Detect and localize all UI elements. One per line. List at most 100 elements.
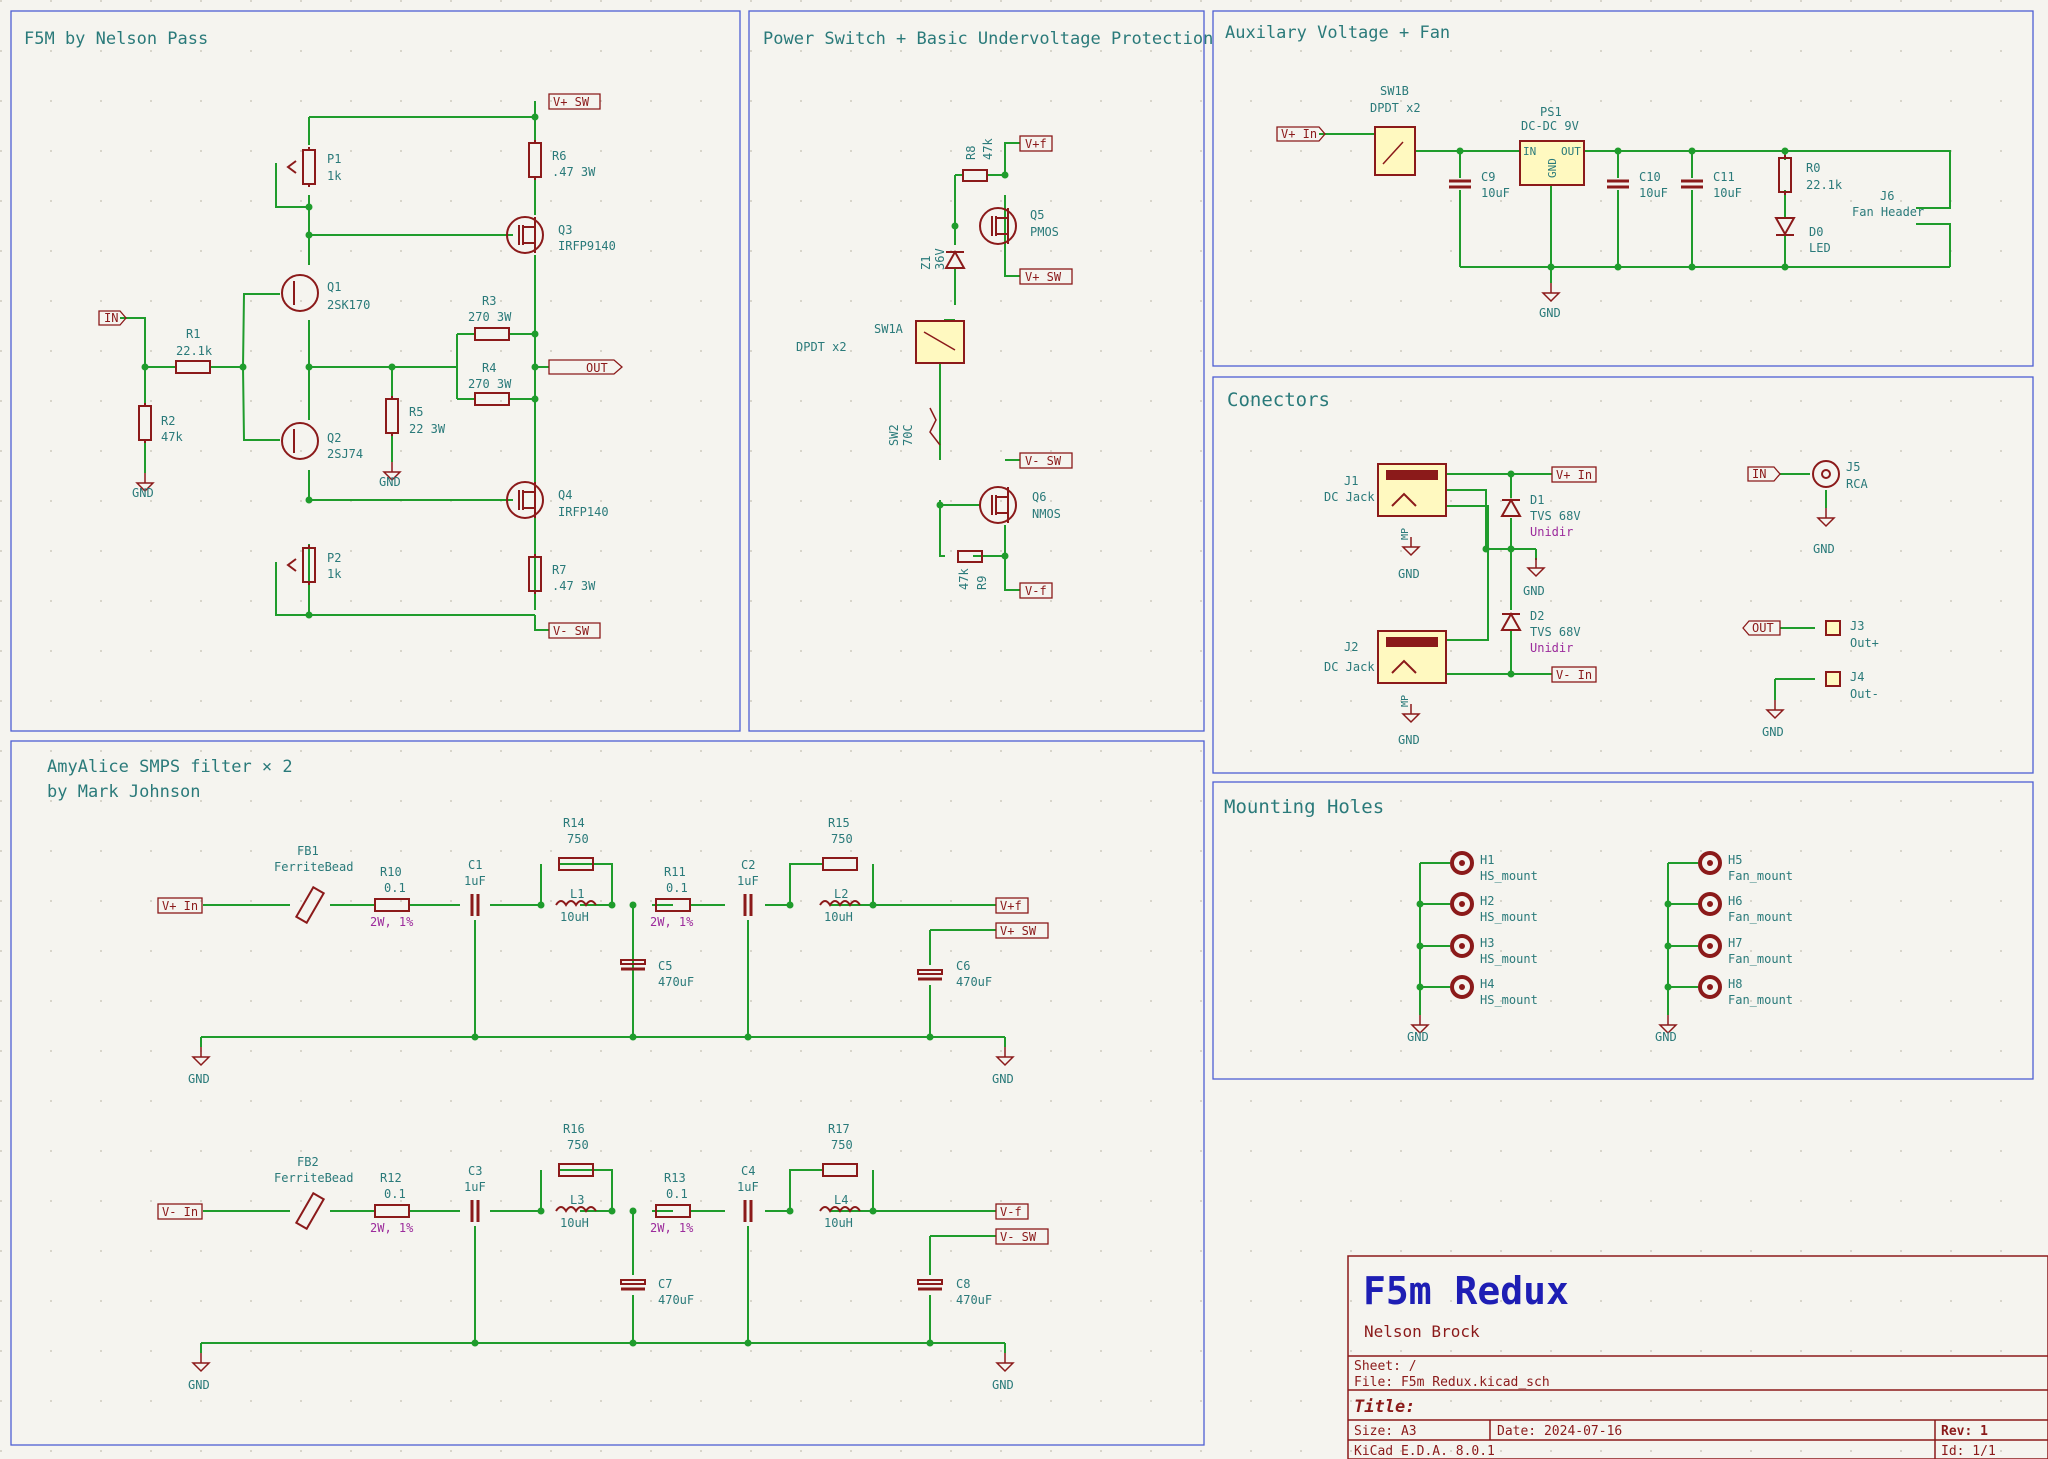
panel-filter [10, 740, 1205, 1446]
net-vplus-in: V+ In [162, 899, 198, 913]
c9-value: 10uF [1481, 186, 1510, 200]
q6-ref: Q6 [1032, 490, 1046, 504]
c8-value: 470uF [956, 1293, 992, 1307]
c6-ref: C6 [956, 959, 970, 973]
d1-value: TVS 68V [1530, 509, 1581, 523]
q4-value: IRFP140 [558, 505, 609, 519]
connector-net-labels: V+ In V- In IN OUT [1551, 466, 1781, 683]
f5m-net-labels: V+ SW V- SW IN OUT [98, 93, 623, 639]
panel-title-filter-2: by Mark Johnson [47, 782, 201, 802]
c2-ref: C2 [741, 858, 755, 872]
q1-value: 2SK170 [327, 298, 370, 312]
connector-wires [1447, 473, 1827, 700]
c5-value: 470uF [658, 975, 694, 989]
p1-ref: P1 [327, 152, 341, 166]
h1-value: HS_mount [1480, 869, 1538, 883]
sw1a-ref: SW1A [874, 322, 904, 336]
h8-value: Fan_mount [1728, 993, 1793, 1007]
net-vminus-f: V-f [1000, 1205, 1022, 1219]
net-in: IN [1752, 467, 1766, 481]
panel-f5m [10, 10, 741, 732]
j5-value: RCA [1846, 477, 1868, 491]
panel-mounting [1212, 781, 2034, 1080]
r13-note: 2W, 1% [650, 1221, 694, 1235]
h5-ref: H5 [1728, 853, 1742, 867]
r4-value: 270 3W [468, 377, 512, 391]
q5-ref: Q5 [1030, 208, 1044, 222]
r16-ref: R16 [563, 1122, 585, 1136]
l2-ref: L2 [834, 887, 848, 901]
f5m-symbols [136, 139, 544, 595]
j3-value: Out+ [1850, 636, 1879, 650]
gnd-label: GND [132, 486, 154, 500]
c1-ref: C1 [468, 858, 482, 872]
sw1b-value: DPDT x2 [1370, 101, 1421, 115]
r8-ref: R8 [964, 146, 978, 160]
net-vminus-in: V- In [1556, 668, 1592, 682]
r1-ref: R1 [186, 327, 200, 341]
net-vminus-in: V- In [162, 1205, 198, 1219]
j2-ref: J2 [1344, 640, 1358, 654]
q2-value: 2SJ74 [327, 447, 363, 461]
q2-ref: Q2 [327, 431, 341, 445]
r1-value: 22.1k [176, 344, 213, 358]
r10-note: 2W, 1% [370, 915, 414, 929]
gnd-label: GND [1407, 1030, 1429, 1044]
r12-value: 0.1 [384, 1187, 406, 1201]
c5-ref: C5 [658, 959, 672, 973]
r14-value: 750 [567, 832, 589, 846]
h3-value: HS_mount [1480, 952, 1538, 966]
c3-value: 1uF [464, 1180, 486, 1194]
r12-note: 2W, 1% [370, 1221, 414, 1235]
fb2-value: FerriteBead [274, 1171, 353, 1185]
r11-value: 0.1 [666, 881, 688, 895]
net-vplus-sw: V+ SW [553, 95, 590, 109]
j4-value: Out- [1850, 687, 1879, 701]
r12-ref: R12 [380, 1171, 402, 1185]
sw1b-ref: SW1B [1380, 84, 1409, 98]
panel-power [748, 10, 1205, 732]
r6-value: .47 3W [552, 165, 596, 179]
r2-value: 47k [161, 430, 183, 444]
fb2-ref: FB2 [297, 1155, 319, 1169]
title-block-size: Size: A3 [1354, 1424, 1417, 1439]
r11-note: 2W, 1% [650, 915, 694, 929]
c11-value: 10uF [1713, 186, 1742, 200]
l3-value: 10uH [560, 1216, 589, 1230]
panel-aux [1212, 10, 2034, 367]
j4-ref: J4 [1850, 670, 1864, 684]
r4-ref: R4 [482, 361, 496, 375]
d2-value: TVS 68V [1530, 625, 1581, 639]
r13-ref: R13 [664, 1171, 686, 1185]
ps1-ref: PS1 [1540, 105, 1562, 119]
c11-ref: C11 [1713, 170, 1735, 184]
c4-value: 1uF [737, 1180, 759, 1194]
q5-value: PMOS [1030, 225, 1059, 239]
connector-junctions [1482, 470, 1515, 678]
net-vplus-sw: V+ SW [1000, 924, 1037, 938]
c10-ref: C10 [1639, 170, 1661, 184]
gnd-label: GND [992, 1378, 1014, 1392]
title-block-date: Date: 2024-07-16 [1497, 1424, 1622, 1439]
panel-title-filter-1: AmyAlice SMPS filter × 2 [47, 757, 293, 777]
f5m-junctions [141, 113, 539, 619]
r9-value: 47k [957, 568, 971, 590]
panel-title-aux: Auxilary Voltage + Fan [1225, 23, 1450, 43]
fb1-value: FerriteBead [274, 860, 353, 874]
net-vplus-in: V+ In [1281, 127, 1317, 141]
aux-wires [1319, 133, 1951, 283]
title-block: F5m Redux Nelson Brock Sheet: / File: F5… [1347, 1255, 2048, 1459]
h7-ref: H7 [1728, 936, 1742, 950]
r5-ref: R5 [409, 405, 423, 419]
title-block-file: File: F5m Redux.kicad_sch [1354, 1375, 1550, 1390]
z1-ref: Z1 [919, 256, 933, 270]
h8-ref: H8 [1728, 977, 1742, 991]
j6-value: Fan Header [1852, 205, 1924, 219]
aux-junctions [1456, 147, 1789, 271]
q1-ref: Q1 [327, 280, 341, 294]
d1-note: Unidir [1530, 525, 1573, 539]
net-vplus-sw: V+ SW [1025, 270, 1062, 284]
ps1-pin-out: OUT [1561, 145, 1581, 158]
panel-title-connectors: Conectors [1227, 389, 1330, 411]
power-net-labels: V+f V+ SW V- SW V-f [1019, 135, 1073, 599]
